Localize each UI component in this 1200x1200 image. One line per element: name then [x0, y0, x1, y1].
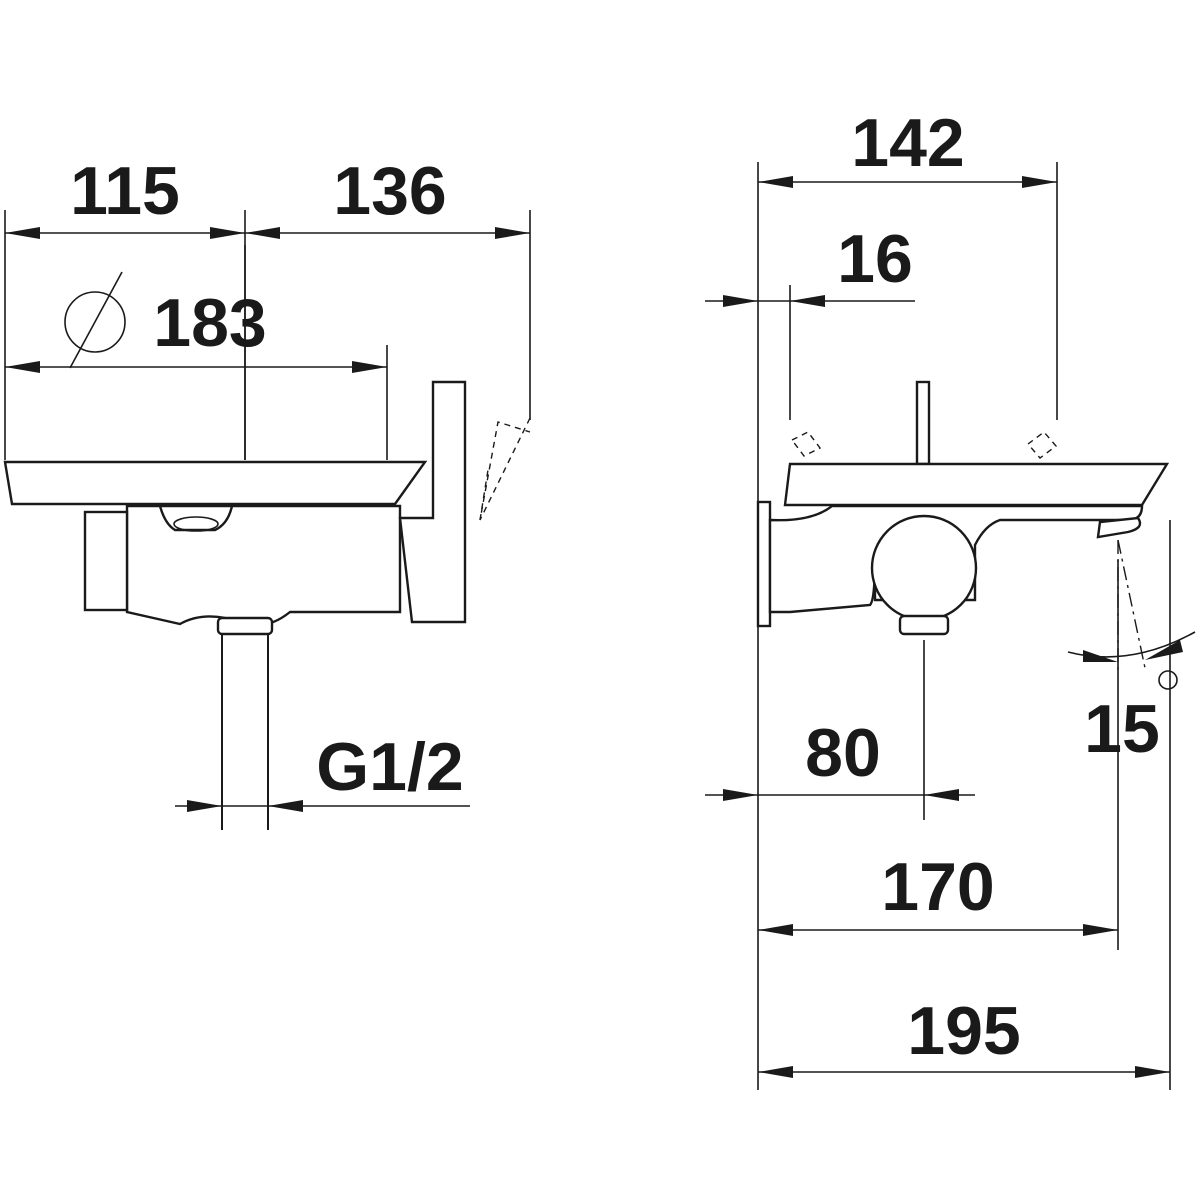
inlet-nut	[216, 616, 274, 636]
dim-label-115: 115	[70, 153, 180, 229]
arrow	[758, 176, 793, 188]
arrow	[495, 227, 530, 239]
arrow	[924, 789, 959, 801]
arrow	[268, 800, 303, 812]
front-view: 142 16	[705, 105, 1196, 1090]
mixing-knob	[870, 514, 978, 622]
angle-15: 15	[1084, 670, 1178, 767]
arrow	[790, 295, 825, 307]
arrow	[723, 789, 758, 801]
dim-label-16: 16	[837, 221, 913, 297]
dim-label-142: 142	[851, 105, 964, 181]
arrow	[352, 361, 387, 373]
dim-label-80: 80	[805, 715, 881, 791]
faucet-side-body	[3, 380, 531, 830]
spout-tip	[1096, 516, 1142, 539]
arrow	[1083, 924, 1118, 936]
dim-g12: G1/2	[175, 729, 470, 812]
faucet-front-body	[756, 380, 1196, 670]
dim-170: 170	[758, 849, 1118, 936]
inlet-nut	[898, 614, 950, 636]
top-nipple	[158, 504, 234, 532]
dim-183: 183	[5, 271, 388, 460]
shelf-top	[783, 462, 1170, 507]
wall-plate	[756, 500, 772, 628]
wall-knob	[83, 510, 129, 612]
arrow	[245, 227, 280, 239]
dim-115-136: 115 136	[4, 153, 531, 460]
dim-label-136: 136	[333, 153, 446, 229]
dim-195: 195	[758, 993, 1170, 1078]
lever-stem	[915, 380, 931, 466]
arrow	[1145, 640, 1183, 660]
dim-label-15: 15	[1084, 691, 1160, 767]
arrow	[187, 800, 222, 812]
arrow	[1135, 1066, 1170, 1078]
arrow	[723, 295, 758, 307]
arrow	[1083, 650, 1118, 662]
arrow	[210, 227, 245, 239]
dim-label-183: 183	[153, 285, 266, 361]
diameter-symbol-icon	[64, 271, 126, 369]
arrow	[5, 361, 40, 373]
dim-80: 80	[705, 715, 975, 801]
shelf-top	[3, 460, 428, 506]
arrow	[758, 1066, 793, 1078]
degree-symbol-icon	[1158, 670, 1178, 690]
dim-142: 142	[758, 105, 1057, 188]
arrow	[1022, 176, 1057, 188]
dim-label-170: 170	[881, 849, 994, 925]
arrow	[5, 227, 40, 239]
dim-16: 16	[705, 221, 915, 307]
dim-label-g12: G1/2	[316, 729, 463, 805]
arrow	[758, 924, 793, 936]
side-view: 115 136 183	[3, 153, 531, 830]
handle	[398, 380, 467, 624]
dim-label-195: 195	[907, 993, 1020, 1069]
